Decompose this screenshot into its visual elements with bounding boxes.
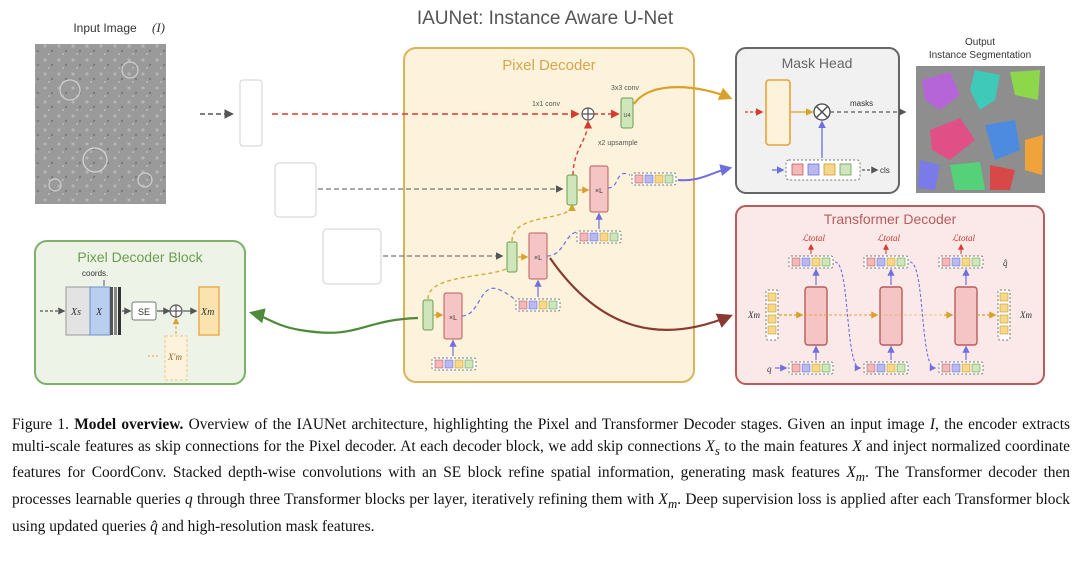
figure-number: Figure 1. [12, 416, 69, 433]
figure-caption: Figure 1. Model overview. Overview of th… [12, 414, 1070, 537]
caption-text-3: to the main features [719, 437, 853, 455]
encoder-feature-2 [274, 162, 317, 218]
caption-text-7: . Deep supervision loss is applied after… [12, 490, 1071, 535]
caption-text-6: through three Transformer blocks per lay… [192, 490, 659, 508]
transformer-xm-in-label: Xm [747, 310, 760, 320]
output-label-line1: Output [965, 37, 995, 48]
input-image [35, 44, 166, 204]
caption-lead: Model overview. [74, 416, 184, 433]
mask-head-panel: Mask Head masks cls [735, 47, 907, 194]
conv3x3-label: 3x3 conv [611, 85, 640, 92]
mask-features-to-transformer-arrow [549, 257, 733, 331]
caption-math-Xs: X [705, 437, 715, 455]
coords-label: coords. [82, 269, 108, 278]
mask-features-arrow [633, 86, 733, 105]
block-x-label: X [95, 307, 103, 318]
pixel-decoder-block-internals [40, 280, 220, 381]
caption-math-q: q [184, 490, 193, 508]
caption-text-8: and high-resolution mask features. [157, 517, 375, 535]
transformer-qhat-label: q̂ [1003, 258, 1008, 268]
transformer-q-label: q [767, 364, 772, 374]
caption-math-Xm-2-sub: m [667, 497, 678, 512]
caption-math-Xm-1: X [846, 464, 856, 482]
caption-math-I: I [929, 416, 936, 433]
caption-math-qhat: q̂ [150, 517, 158, 535]
caption-text-4: and inject normalized coordinate feature… [12, 437, 1070, 482]
caption-text-2: , the encoder extracts multi-scale featu… [12, 416, 1070, 455]
block-xm-prime-label: X′m [167, 352, 182, 362]
decoder-stage-1: ×L [422, 292, 477, 371]
mask-head-title: Mask Head [782, 55, 853, 71]
query-to-mask-head-arrow [677, 164, 733, 182]
upsample-arrow [572, 120, 593, 176]
caption-text-1: Overview of the IAUNet architecture, hig… [183, 416, 930, 433]
decoder-stage-2: ×L [506, 232, 561, 312]
block-xs-label: Xs [70, 307, 81, 318]
figure-title: IAUNet: Instance Aware U-Net [417, 8, 674, 29]
transformer-blocks [765, 243, 1011, 375]
block-xm-label: Xm [200, 307, 214, 318]
loss-label-3: ℒtotal [952, 233, 975, 243]
caption-math-Xm-2: X [658, 490, 668, 508]
caption-math-Xm-1-sub: m [855, 470, 866, 485]
model-overview-figure: IAUNet: Instance Aware U-Net Input Image… [34, 8, 1045, 385]
repeat-L-2: ×L [534, 255, 542, 262]
sum-node [581, 107, 595, 121]
input-image-label: Input Image [73, 21, 137, 35]
output-label-line2: Instance Segmentation [929, 50, 1031, 61]
loss-label-1: ℒtotal [802, 233, 825, 243]
caption-math-Xs-sub: s [714, 443, 720, 458]
block-se-label: SE [138, 307, 150, 317]
input-image-symbol: (I) [152, 20, 165, 35]
loss-label-2: ℒtotal [877, 233, 900, 243]
repeat-L-1: ×L [449, 315, 457, 322]
decoder-block-zoom-arrow [248, 308, 419, 334]
encoder-feature-1 [239, 79, 263, 147]
masks-label: masks [850, 99, 873, 108]
u4-conv-block [620, 97, 634, 129]
multiply-node [813, 103, 831, 121]
transformer-xm-out-label: Xm [1019, 310, 1032, 320]
decoder-stage-3: ×L [566, 165, 677, 244]
output-segmentation-image [916, 66, 1045, 193]
upsample-label: x2 upsample [598, 140, 638, 147]
encoder-feature-3 [322, 228, 382, 285]
pixel-decoder-title: Pixel Decoder [502, 57, 595, 74]
cls-label: cls [880, 166, 890, 175]
caption-math-X: X [852, 437, 862, 455]
conv1x1-label: 1x1 conv [532, 101, 561, 108]
u4-label: U4 [623, 113, 630, 119]
pixel-decoder-panel: Pixel Decoder [403, 47, 695, 383]
transformer-decoder-title: Transformer Decoder [824, 211, 957, 227]
caption-text-5: . The Transformer decoder then processes… [12, 464, 1070, 508]
repeat-L-3: ×L [595, 188, 603, 195]
pixel-decoder-block-title: Pixel Decoder Block [77, 249, 203, 265]
